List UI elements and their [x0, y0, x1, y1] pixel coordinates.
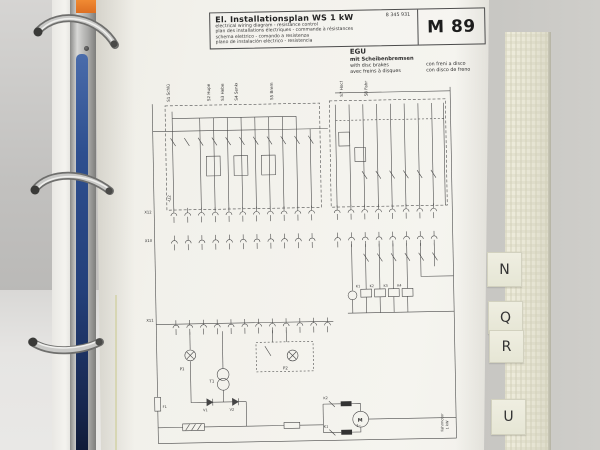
left-page-stack-edge: [52, 0, 74, 450]
title-block: El. Installationsplan WS 1 kW electrical…: [209, 7, 486, 50]
variant-block: EGU mit Scheibenbremsen with disc brakes…: [350, 45, 485, 75]
label-x12: X12: [144, 210, 151, 214]
label-p1: P1: [180, 366, 185, 371]
label-t1: T1: [208, 379, 214, 384]
label-s7: S7 Hochtast: [339, 79, 344, 97]
index-tab-r-label: R: [501, 338, 512, 355]
label-s4: S4 Senken: [233, 79, 238, 101]
label-s5: S5 Bremslüfter: [269, 79, 275, 100]
label-motor: M: [358, 418, 363, 424]
index-tab-n-label: N: [499, 261, 510, 278]
document-number: 8 345 931: [385, 12, 411, 19]
variant-fr: avec freins à disques: [350, 68, 401, 75]
binder-rail-screw: [84, 46, 89, 51]
label-v2: V2: [230, 408, 235, 412]
index-tab-n: N: [487, 252, 522, 287]
label-k3: K3: [383, 284, 387, 288]
label-p2: P2: [283, 365, 288, 370]
index-tab-u: U: [491, 399, 526, 435]
under-page-edge: [115, 295, 117, 450]
label-brake-k1: K1: [324, 425, 329, 429]
page-right-shade: [455, 0, 489, 450]
label-k1: K1: [356, 284, 360, 288]
divider-pages-edge: [505, 32, 549, 450]
label-x10: X10: [145, 239, 153, 243]
wiring-schematic: S1 Schlüssel S2 Hupe S3 Heben S4 Senken …: [144, 79, 457, 444]
binder-rail-blue-strip: [76, 54, 88, 450]
label-s1: S1 Schlüssel: [165, 79, 170, 102]
label-s8: S8 Fahrtast: [363, 79, 368, 97]
label-motor-phase: 3~: [356, 424, 361, 428]
label-v1: V1: [203, 408, 208, 412]
label-k2: K2: [370, 284, 374, 288]
index-tab-r: R: [489, 330, 524, 363]
title-block-text: El. Installationsplan WS 1 kW electrical…: [210, 9, 419, 49]
label-u2: -U2: [167, 195, 172, 203]
orange-tab: [76, 0, 96, 13]
label-motor-power: 1 kW: [445, 420, 449, 429]
label-x11: X11: [146, 319, 154, 323]
label-s3: S3 Heben: [220, 81, 225, 101]
variant-es: con disco de freno: [426, 67, 471, 74]
index-tab-q-label: Q: [499, 309, 512, 326]
divider-pages-shadow: [548, 32, 551, 450]
label-k4: K4: [397, 284, 401, 288]
label-s2: S2 Hupe: [206, 83, 211, 101]
index-tab-q: Q: [488, 301, 523, 334]
index-tab-u-label: U: [503, 409, 514, 425]
label-motor-name: Fahrmotor: [440, 413, 444, 432]
sheet-code: M 89: [426, 16, 476, 37]
label-brake-k2: K2: [323, 396, 328, 400]
label-f1: F1: [163, 405, 167, 409]
